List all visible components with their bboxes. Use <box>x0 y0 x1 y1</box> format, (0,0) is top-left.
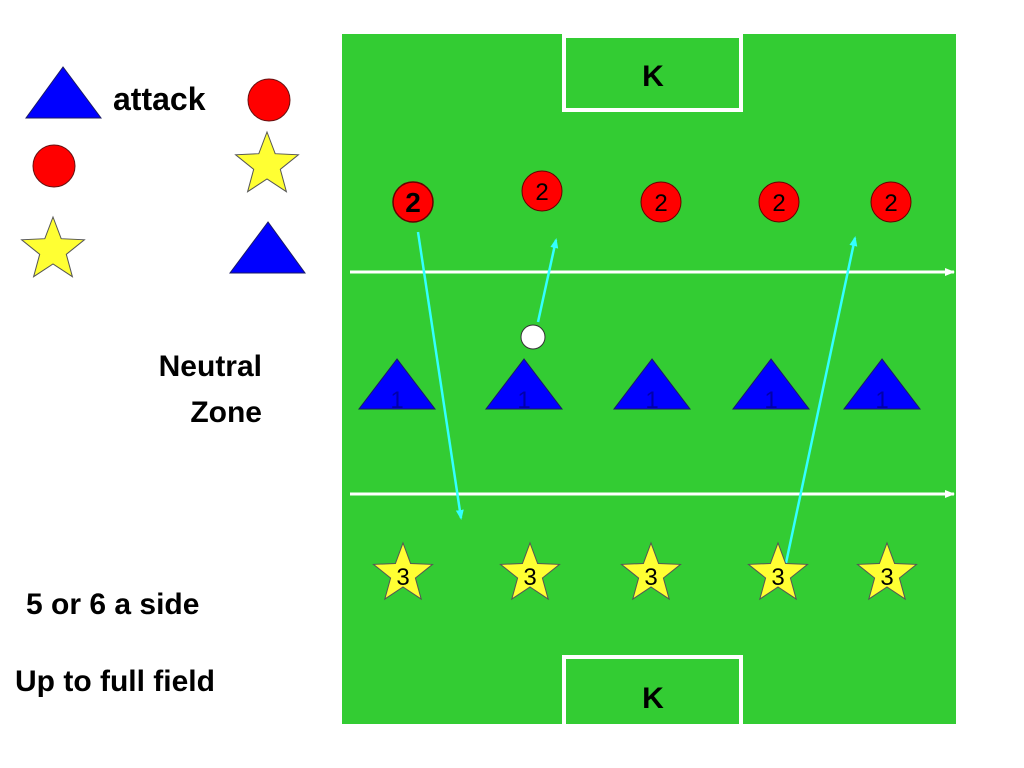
ball <box>520 324 546 350</box>
player-triangle: 1 <box>731 358 811 414</box>
player-number: 1 <box>645 387 658 414</box>
player-circle: 2 <box>521 170 563 212</box>
player-triangle: 1 <box>484 358 564 414</box>
player-star: 3 <box>372 541 434 601</box>
player-number: 1 <box>390 387 403 414</box>
team-size-label: 5 or 6 a side <box>26 588 199 621</box>
player-number: 3 <box>771 564 784 591</box>
row-1-players: 1 1 1 1 1 <box>357 358 922 414</box>
field-size-label: Up to full field <box>15 665 215 698</box>
player-number: 1 <box>517 387 530 414</box>
pass-arrow-right <box>784 236 858 564</box>
pass-arrow-ball <box>536 238 559 323</box>
pass-arrows <box>416 231 858 564</box>
player-star: 3 <box>747 541 809 601</box>
neutral-zone-label-line1: Neutral <box>159 350 262 383</box>
player-number: 3 <box>523 564 536 591</box>
player-circle: 2 <box>758 181 800 223</box>
player-star: 3 <box>620 541 682 601</box>
player-triangle: 1 <box>842 358 922 414</box>
player-number: 3 <box>644 564 657 591</box>
player-number: 3 <box>880 564 893 591</box>
legend-attack-label: attack <box>113 81 206 117</box>
legend-blue-triangle <box>25 66 102 119</box>
legend-yellow-star <box>20 215 86 278</box>
player-star: 3 <box>499 541 561 601</box>
bottom-goal-box <box>562 655 743 733</box>
player-number: 2 <box>772 190 785 217</box>
top-goal-keeper-label: K <box>642 60 664 93</box>
player-star: 3 <box>856 541 918 601</box>
player-number: 1 <box>764 387 777 414</box>
legend-red-circle <box>32 144 76 188</box>
row-2-players: 2 2 2 2 2 <box>392 170 912 223</box>
legend: attack <box>20 66 306 278</box>
bottom-goal-keeper-label: K <box>642 682 664 715</box>
legend-yellow-star <box>234 130 300 193</box>
player-circle: 2 <box>392 181 434 223</box>
player-number: 3 <box>396 564 409 591</box>
row-3-players: 3 3 3 3 3 <box>372 541 918 601</box>
player-number: 2 <box>535 179 548 206</box>
player-number: 2 <box>654 190 667 217</box>
legend-red-circle <box>247 78 291 122</box>
player-circle: 2 <box>640 181 682 223</box>
player-triangle: 1 <box>612 358 692 414</box>
pass-arrow-left <box>416 231 464 520</box>
neutral-zone-label-line2: Zone <box>190 396 262 429</box>
player-triangle: 1 <box>357 358 437 414</box>
player-number: 1 <box>875 387 888 414</box>
player-circle: 2 <box>870 181 912 223</box>
player-number: 2 <box>405 187 421 218</box>
player-number: 2 <box>884 190 897 217</box>
top-goal-box <box>562 34 743 112</box>
legend-blue-triangle <box>229 221 306 274</box>
